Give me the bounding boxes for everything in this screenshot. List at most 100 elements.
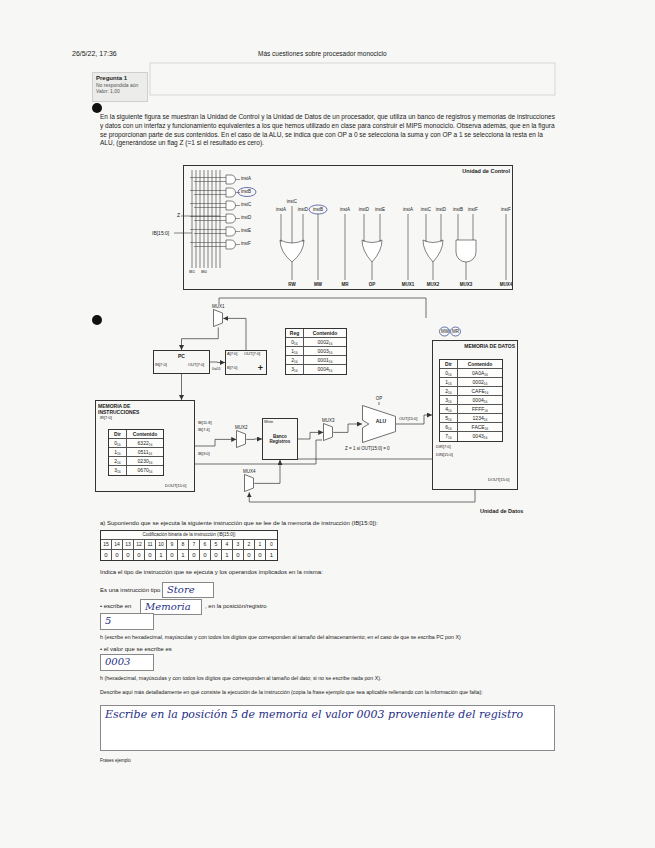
handwritten-answer: 5	[105, 615, 149, 627]
table-cell: 1₁₆	[440, 378, 458, 387]
table-cell: 1	[266, 550, 277, 560]
table-cell: 1	[156, 550, 167, 560]
table-cell: 3₁₆	[286, 365, 304, 374]
table-cell: FACE₁₆	[458, 423, 502, 432]
table-cell: 0003₁₆	[304, 347, 346, 356]
answer-box: 5	[100, 613, 154, 630]
question-info-box: Pregunta 1No respondida aúnValor: 1,00	[92, 72, 148, 102]
instruction-memory-box: DirContenido0₁₆6322₁₆1₁₆0511₁₆2₁₆0230₁₆3…	[95, 400, 195, 492]
table-cell: 6	[200, 540, 211, 550]
mux-symbol: MUX4	[243, 469, 256, 492]
label-text: IB[15:0]	[152, 230, 169, 236]
register-bank: Banco Registros	[262, 418, 298, 460]
wire-connector	[210, 362, 225, 364]
memory-table: DirContenido0₁₆6322₁₆1₁₆0511₁₆2₁₆0230₁₆3…	[108, 429, 164, 476]
or-gates	[280, 240, 476, 262]
wire-connector	[195, 439, 236, 446]
label-text: OUT[7:0]	[188, 363, 204, 368]
label-text: instA	[340, 207, 350, 212]
alu-label: ALU	[376, 418, 386, 424]
table-cell: 0	[211, 550, 222, 560]
label-text: IB0	[201, 270, 207, 275]
table-cell: 0230₁₆	[127, 457, 163, 466]
table-cell: 8	[178, 540, 189, 550]
mux-symbol: MUX1	[212, 304, 225, 327]
table-cell: 0001₁₆	[304, 356, 346, 365]
bit-table: Codificación binaria de la instrucción (…	[100, 530, 278, 561]
wire-connector	[254, 460, 280, 483]
mux-trapezoid	[213, 309, 223, 327]
table-cell: CAFE₁₆	[458, 387, 502, 396]
mux-label: MUX1	[212, 304, 225, 309]
label-text: IN[7:0]	[155, 363, 167, 368]
label-text: instE	[241, 228, 251, 233]
table-cell: 0	[123, 550, 134, 560]
label-text: RW	[288, 282, 295, 287]
table-cell: 0002₁₆	[458, 378, 502, 387]
label-text: Es una instrucción tipo	[100, 587, 160, 594]
label-text: Unidad de Datos	[480, 508, 523, 515]
mux-outline	[245, 475, 254, 492]
wire-connector	[333, 424, 362, 432]
hand-oval	[440, 327, 450, 336]
wire-connector	[298, 432, 323, 439]
alu-symbol: ALU	[362, 405, 396, 443]
box-title: Banco Registros	[265, 434, 295, 445]
wire-connector	[181, 374, 182, 400]
pc-register: PC	[153, 350, 210, 374]
table-cell: 0043₁₆	[458, 432, 502, 441]
table-cell: 6322₁₆	[127, 439, 163, 448]
label-text: MR	[452, 329, 459, 334]
label-text: IB[11:8]	[198, 421, 212, 426]
label-text: instD	[241, 215, 251, 220]
table-cell: Contenido	[127, 430, 163, 439]
table-cell: 13	[123, 540, 134, 550]
label-text: MUX2	[427, 282, 440, 287]
label-text: DIR[7:0]	[436, 445, 451, 450]
label-text: instC	[421, 207, 431, 212]
hand-oval	[451, 327, 461, 336]
table-cell: 2₁₆	[286, 356, 304, 365]
page-title: Más cuestiones sobre procesador monocicl…	[258, 50, 387, 58]
table-cell: 3₁₆	[109, 466, 127, 475]
adder-sign: +	[258, 364, 263, 373]
mux-label: MUX3	[322, 418, 335, 423]
table-cell: 0	[112, 550, 123, 560]
decoder-wires	[190, 178, 240, 247]
wire-connector	[182, 327, 219, 350]
label-text: Describe aquí más detalladamente en qué …	[100, 689, 555, 696]
box-title: Unidad de Control	[186, 168, 510, 175]
label-text: DOUT[15:0]	[488, 478, 509, 483]
table-cell: 14	[112, 540, 123, 550]
table-cell: 0	[167, 550, 178, 560]
label-text: IB1	[189, 270, 195, 275]
label-text: MUX1	[402, 282, 415, 287]
table-cell: 15	[101, 540, 112, 550]
table-cell: 12	[134, 540, 145, 550]
memory-table: DirContenido0₁₆0A0A₁₆1₁₆0002₁₆2₁₆CAFE₁₆3…	[439, 359, 503, 442]
table-cell: 9	[167, 540, 178, 550]
table-cell: 0A0A₁₆	[458, 369, 502, 378]
table-cell: Contenido	[304, 329, 346, 338]
mux-label: MUX2	[235, 425, 248, 430]
table-cell: 0₁₆	[286, 338, 304, 347]
table-cell: 0	[233, 550, 244, 560]
table-cell: Reg	[286, 329, 304, 338]
mux-outline	[324, 424, 333, 441]
label-text: MW	[441, 329, 449, 334]
table-cell: 0	[189, 550, 200, 560]
label-text: • escribe en	[100, 603, 131, 610]
handwritten-answer: 0003	[105, 656, 149, 668]
table-cell: 0₁₆	[109, 439, 127, 448]
label-text: instE	[375, 207, 385, 212]
table-cell: 2₁₆	[109, 457, 127, 466]
alu-outline	[362, 405, 396, 443]
label-text: IB[3:0]	[198, 452, 210, 457]
table-cell: 11	[145, 540, 156, 550]
table-cell: Dir	[109, 430, 127, 439]
label-text: MW	[314, 282, 322, 287]
table-cell: 1₁₆	[109, 448, 127, 457]
label-text: Frases ejemplo	[100, 758, 131, 763]
table-cell: 0	[266, 540, 277, 550]
